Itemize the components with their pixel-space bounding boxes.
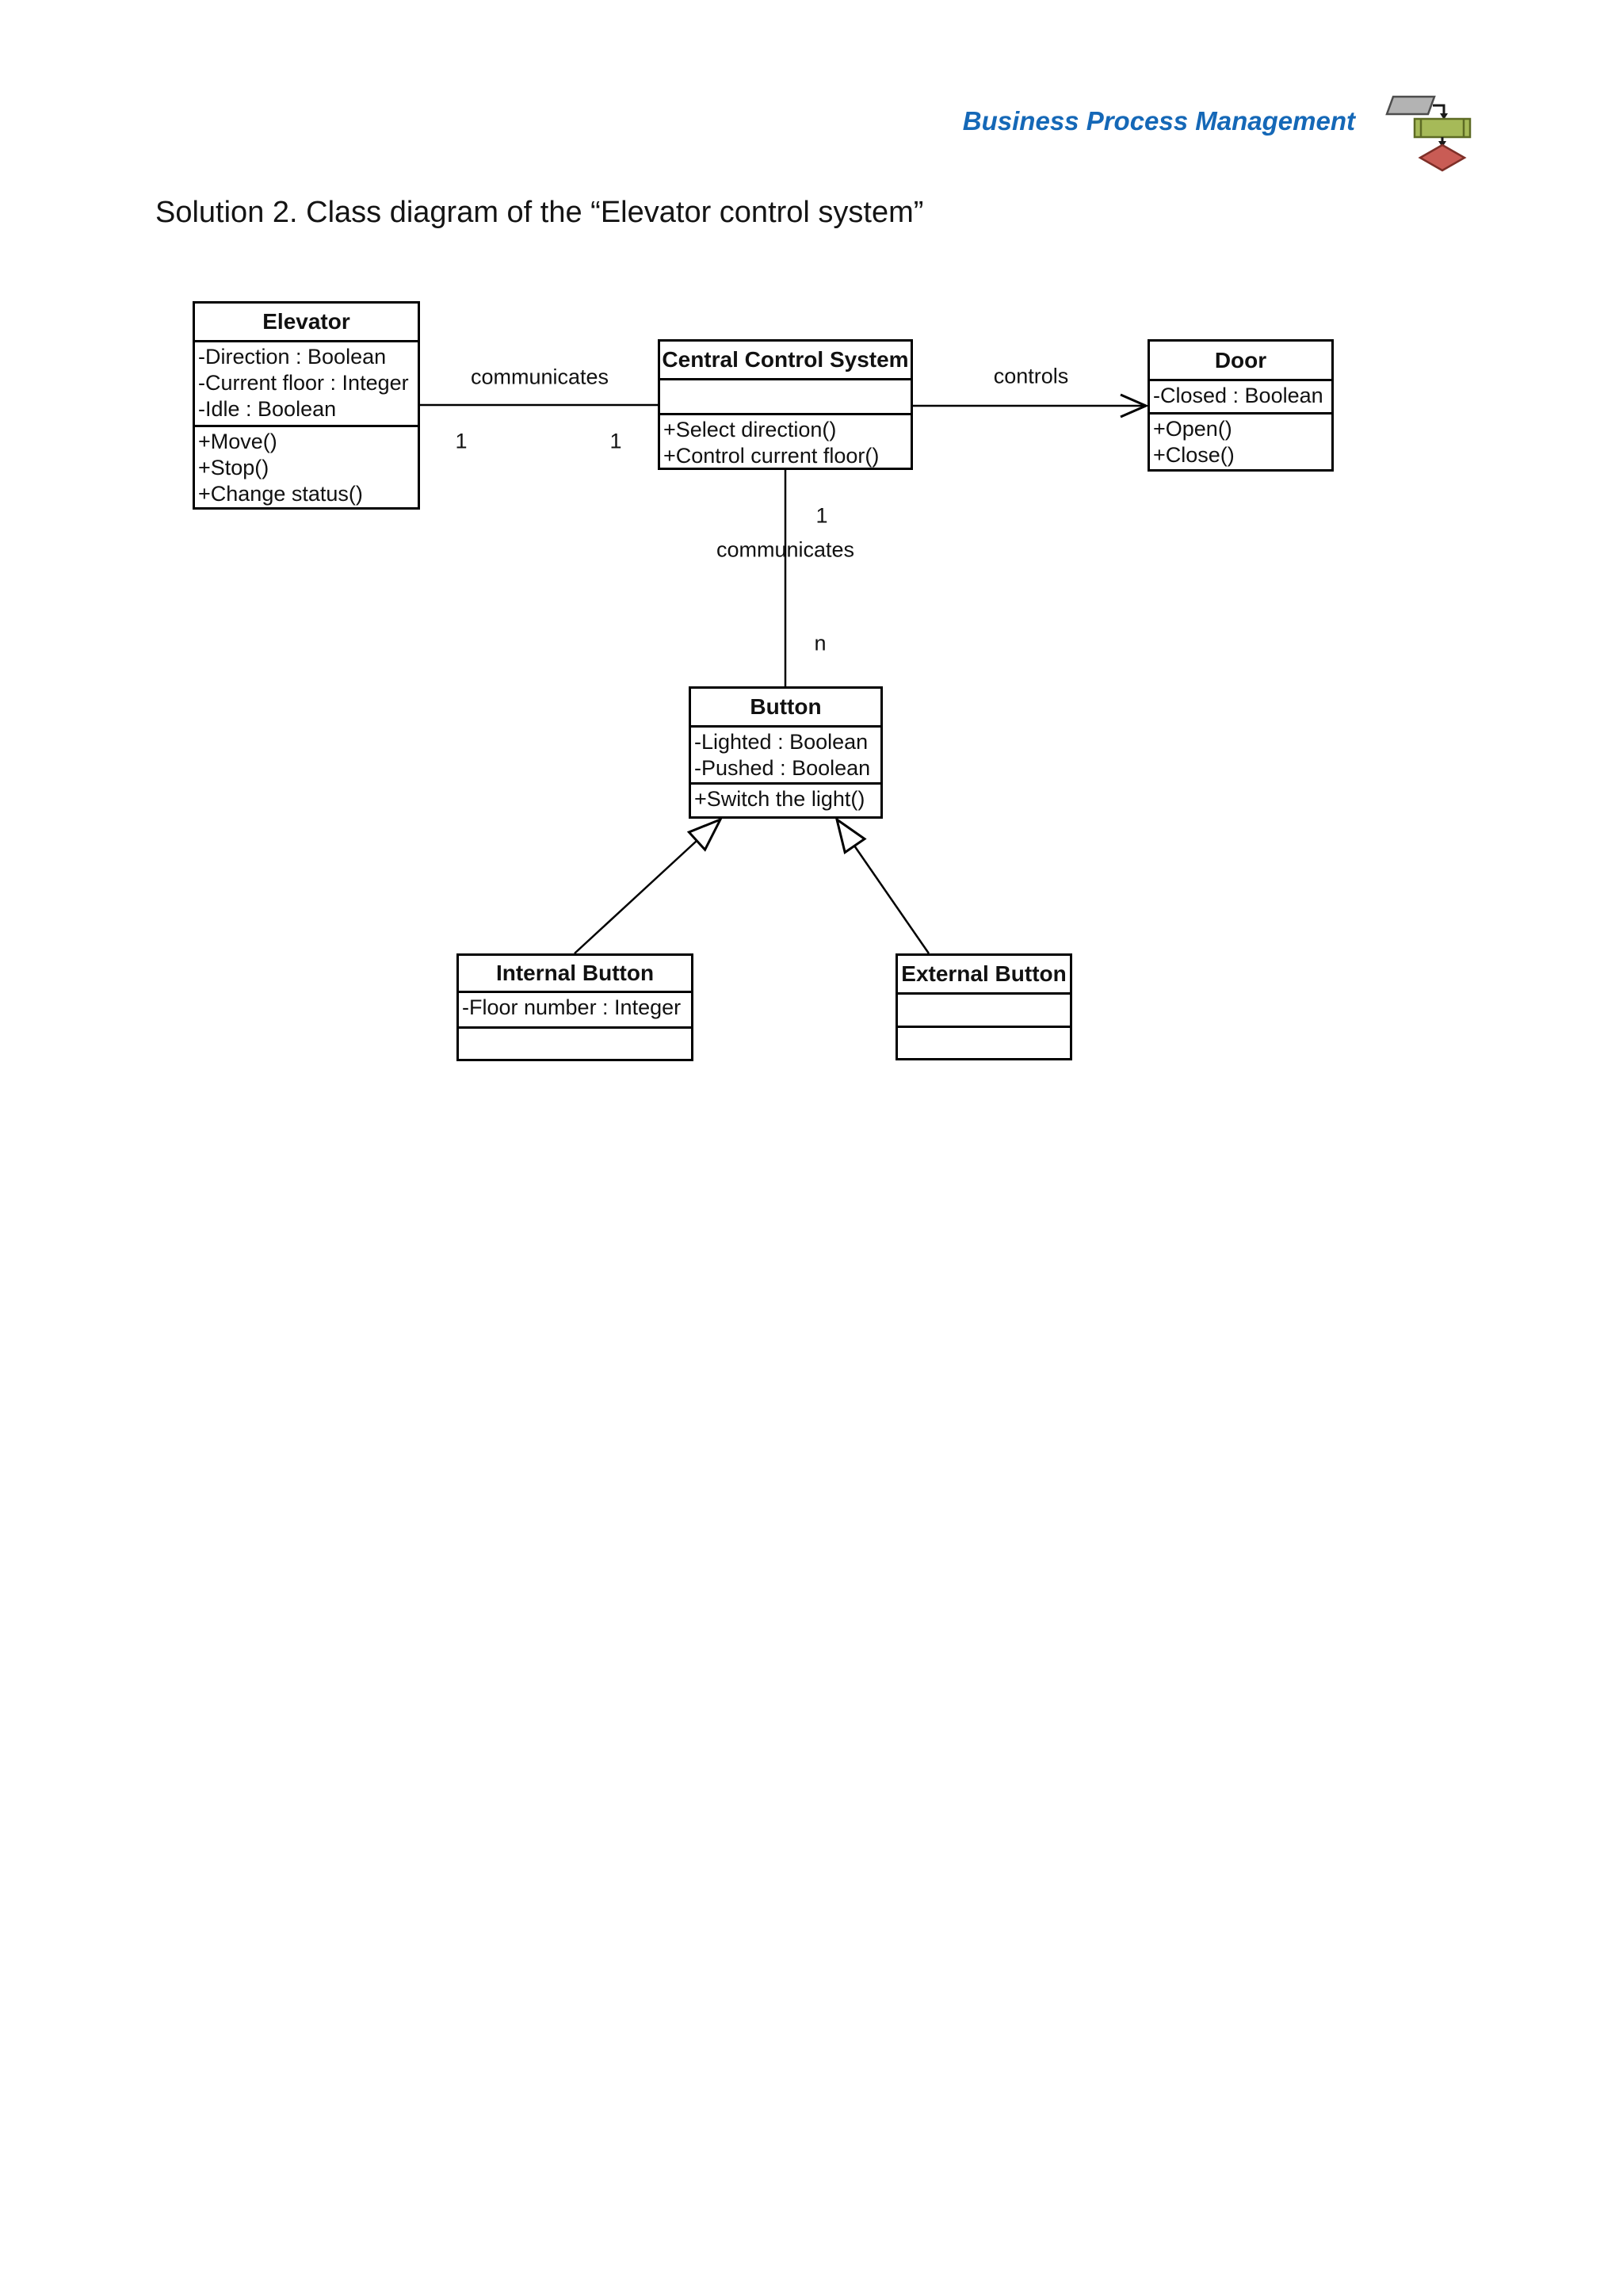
attribute: -Floor number : Integer — [462, 995, 682, 1019]
method: +Control current floor() — [663, 444, 880, 468]
class-internal-button-name: Internal Button — [459, 956, 691, 993]
attribute: -Direction : Boolean — [198, 345, 387, 369]
class-door-name: Door — [1150, 342, 1331, 381]
brand-title: Business Process Management — [962, 106, 1355, 136]
class-door: Door -Closed : Boolean +Open() +Close() — [1148, 339, 1334, 472]
method: +Stop() — [198, 456, 269, 479]
generalization-triangle-icon — [686, 817, 724, 852]
logo-parallelogram — [1385, 95, 1436, 116]
class-button-attributes: -Lighted : Boolean -Pushed : Boolean — [691, 728, 880, 785]
method: +Switch the light() — [694, 787, 865, 811]
method: +Change status() — [198, 482, 363, 506]
attribute: -Idle : Boolean — [198, 397, 337, 421]
attribute: -Lighted : Boolean — [694, 730, 869, 754]
class-internal-button-attributes: -Floor number : Integer — [459, 993, 691, 1029]
class-door-attributes: -Closed : Boolean — [1150, 381, 1331, 415]
class-button-methods: +Switch the light() — [691, 785, 880, 816]
class-external-button-methods — [898, 1028, 1070, 1058]
method: +Select direction() — [663, 418, 837, 441]
class-external-button: External Button — [896, 953, 1072, 1060]
multiplicity-ccs-button-top: 1 — [815, 503, 828, 528]
class-ccs-attributes — [660, 380, 911, 415]
logo-arrowhead-icon — [1440, 113, 1448, 120]
class-door-methods: +Open() +Close() — [1150, 415, 1331, 469]
navigability-arrowhead-icon — [1120, 393, 1149, 418]
class-central-control-system: Central Control System +Select direction… — [658, 339, 913, 470]
association-label-communicates: communicates — [470, 365, 609, 389]
class-external-button-attributes — [898, 995, 1070, 1028]
class-internal-button: Internal Button -Floor number : Integer — [456, 953, 693, 1061]
association-label-communicates-vertical: communicates — [716, 537, 855, 562]
method: +Move() — [198, 430, 277, 453]
class-elevator-methods: +Move() +Stop() +Change status() — [195, 427, 418, 507]
multiplicity-elevator-side: 1 — [455, 429, 468, 453]
bpm-logo — [1385, 95, 1472, 172]
multiplicity-ccs-button-bottom: n — [814, 631, 827, 655]
logo-connector — [1433, 104, 1445, 116]
attribute: -Pushed : Boolean — [694, 756, 871, 780]
page-title: Solution 2. Class diagram of the “Elevat… — [155, 196, 924, 229]
class-ccs-methods: +Select direction() +Control current flo… — [660, 415, 911, 468]
class-elevator-name: Elevator — [195, 304, 418, 342]
class-elevator: Elevator -Direction : Boolean -Current f… — [193, 301, 420, 510]
generalization-external-button-line — [853, 845, 930, 954]
association-label-controls: controls — [993, 364, 1069, 388]
logo-gateway-shape — [1418, 143, 1467, 172]
class-external-button-name: External Button — [898, 956, 1070, 995]
multiplicity-ccs-side: 1 — [609, 429, 622, 453]
class-button: Button -Lighted : Boolean -Pushed : Bool… — [689, 686, 883, 819]
method: +Open() — [1153, 417, 1232, 441]
generalization-triangle-icon — [834, 816, 867, 854]
class-ccs-name: Central Control System — [660, 342, 911, 380]
attribute: -Closed : Boolean — [1153, 384, 1323, 407]
generalization-internal-button-line — [574, 840, 697, 954]
class-internal-button-methods — [459, 1029, 691, 1059]
method: +Close() — [1153, 443, 1235, 467]
class-button-name: Button — [691, 689, 880, 728]
attribute: -Current floor : Integer — [198, 371, 409, 395]
class-elevator-attributes: -Direction : Boolean -Current floor : In… — [195, 342, 418, 427]
